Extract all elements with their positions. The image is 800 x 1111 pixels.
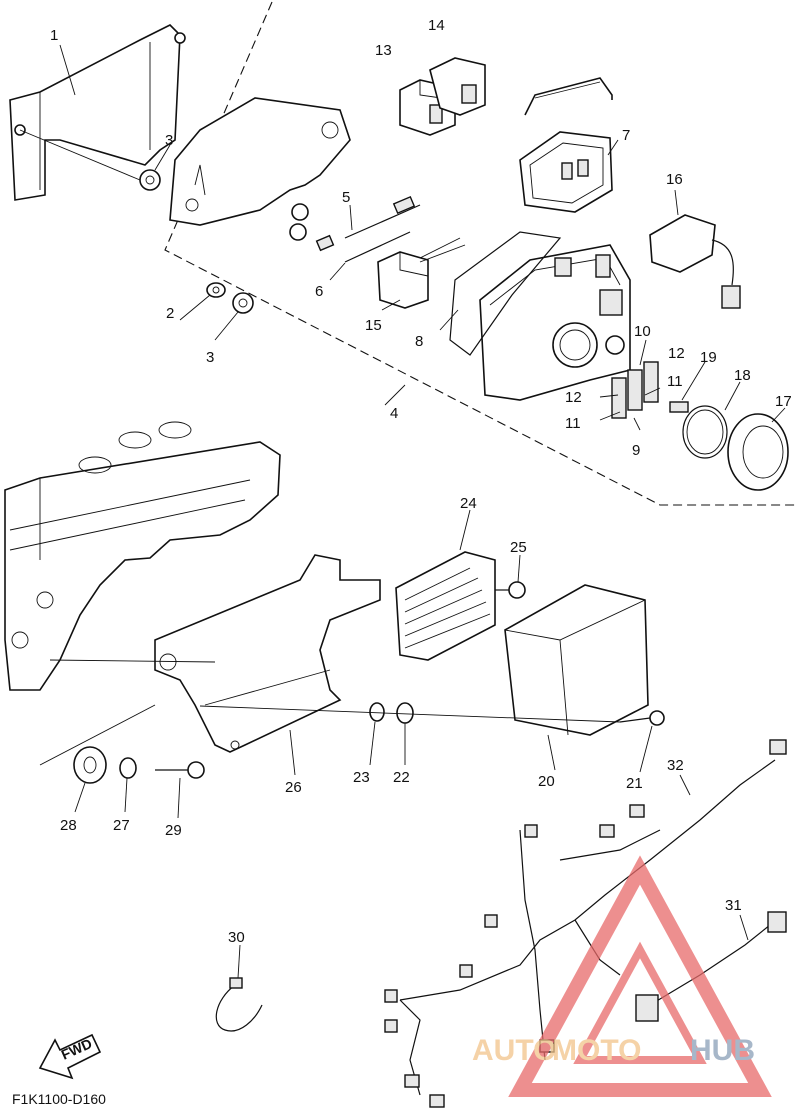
label-part-9: 9 [632, 442, 640, 459]
part-26-bracket [154, 554, 381, 753]
part-16-rectifier [649, 214, 741, 309]
watermark-inner-triangle-icon [573, 941, 707, 1064]
label-part-26: 26 [285, 779, 302, 796]
part-2-washer [206, 282, 226, 298]
label-part-3-upper: 3 [165, 132, 173, 149]
part-31-wire-harness [635, 911, 787, 1022]
grommet-lower [289, 223, 307, 241]
part-9-terminal-block [611, 361, 659, 419]
label-part-7: 7 [622, 127, 630, 144]
label-part-14: 14 [428, 17, 445, 34]
label-part-24: 24 [460, 495, 477, 512]
part-3-nut-lower [232, 292, 254, 314]
assembly-boundary [164, 1, 798, 506]
engine-cylinder-head [4, 421, 281, 691]
part-19-fuse [669, 401, 689, 413]
watermark-triangle-icon [508, 855, 772, 1097]
label-part-18: 18 [734, 367, 751, 384]
label-part-32: 32 [667, 757, 684, 774]
part-23-collar [369, 702, 385, 722]
part-17-cap [727, 413, 789, 491]
part-8-gasket [449, 231, 562, 356]
label-part-13: 13 [375, 42, 392, 59]
label-part-12-right: 12 [668, 345, 685, 362]
watermark-text-auto: AUTO [472, 1034, 556, 1067]
label-part-19: 19 [700, 349, 717, 366]
label-part-30: 30 [228, 929, 245, 946]
label-part-6: 6 [315, 283, 323, 300]
label-part-29: 29 [165, 822, 182, 839]
label-part-27: 27 [113, 817, 130, 834]
label-part-17: 17 [775, 393, 792, 410]
label-part-3-lower: 3 [206, 349, 214, 366]
label-part-16: 16 [666, 171, 683, 188]
watermark-text-hub: HUB [690, 1034, 755, 1067]
part-7-cover [519, 77, 613, 213]
mounting-axis-lower [39, 704, 156, 766]
part-22-grommet [396, 702, 414, 724]
label-part-4: 4 [390, 405, 398, 422]
label-part-21: 21 [626, 775, 643, 792]
label-part-23: 23 [353, 769, 370, 786]
mounting-axis [199, 705, 621, 723]
watermark-text-moto: MOTO [552, 1034, 641, 1067]
label-part-12-left: 12 [565, 389, 582, 406]
label-part-31: 31 [725, 897, 742, 914]
part-6-bolt [315, 231, 411, 263]
label-part-22: 22 [393, 769, 410, 786]
cover-plate [169, 97, 351, 226]
part-15-relay [377, 237, 466, 309]
label-part-1: 1 [50, 27, 58, 44]
part-24-heatsink [395, 551, 496, 661]
label-part-8: 8 [415, 333, 423, 350]
part-4-electrical-box [479, 244, 631, 401]
clamp-head [229, 977, 243, 989]
label-part-25: 25 [510, 539, 527, 556]
label-part-11-left: 11 [565, 415, 581, 432]
label-part-20: 20 [538, 773, 555, 790]
label-part-28: 28 [60, 817, 77, 834]
fwd-arrow-icon: FWD [38, 1033, 102, 1080]
label-part-10: 10 [634, 323, 651, 340]
part-5-bolt [344, 195, 421, 239]
label-part-5: 5 [342, 189, 350, 206]
diagram-code: F1K1100-D160 [12, 1091, 106, 1107]
label-part-15: 15 [365, 317, 382, 334]
part-18-o-ring [682, 405, 728, 459]
part-29-bolt [155, 761, 205, 779]
label-part-11-right: 11 [667, 373, 683, 390]
grommet-upper [291, 203, 309, 221]
part-14-relay [429, 57, 486, 116]
watermark-logo: AUTO MOTO HUB [472, 855, 772, 1097]
part-20-control-unit [504, 584, 649, 736]
part-27-collar [119, 757, 137, 779]
part-25-bolt [495, 581, 526, 599]
part-3-nut-upper [139, 169, 161, 191]
label-part-2: 2 [166, 305, 174, 322]
part-30-clamp [215, 984, 263, 1032]
part-28-grommet [73, 746, 107, 784]
part-21-bolt [619, 710, 665, 726]
leader-lines [19, 44, 786, 979]
